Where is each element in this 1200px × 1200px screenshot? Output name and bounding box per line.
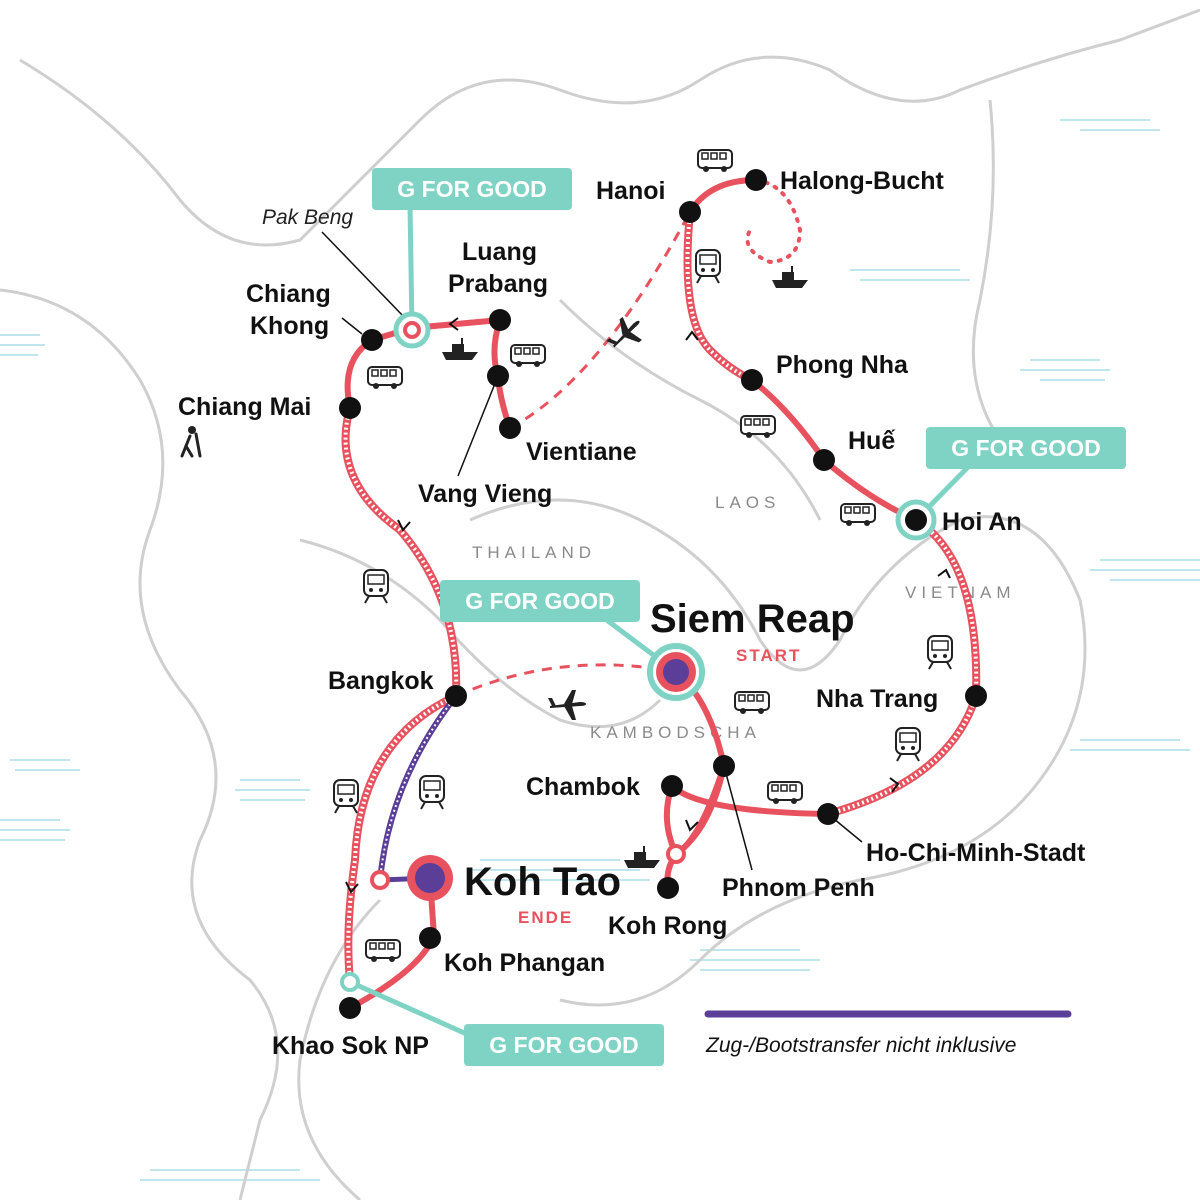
label-chiang-khong: Chiang: [246, 280, 331, 308]
label-koh-tao: Koh Tao: [464, 860, 621, 904]
label-bangkok: Bangkok: [328, 667, 434, 695]
boat-icon: [623, 845, 661, 869]
train-icon: [333, 779, 359, 814]
label-koh-phangan: Koh Phangan: [444, 949, 605, 977]
start-marker: [663, 659, 689, 685]
label-chiang-mai: Chiang Mai: [178, 393, 311, 421]
bus-icon: [365, 939, 401, 963]
water-hatching: [0, 119, 1200, 1181]
stop-khao-sok-good: [340, 972, 360, 992]
label-phnom-penh: Phnom Penh: [722, 874, 875, 902]
label-hoi-an: Hoi An: [942, 508, 1022, 536]
label-hue: Huế: [848, 427, 895, 455]
stops: [339, 169, 987, 1019]
bus-icon: [510, 344, 546, 368]
gforgood-badge: G FOR GOOD: [926, 427, 1126, 469]
label-chambok: Chambok: [526, 773, 640, 801]
label-phong-nha: Phong Nha: [776, 351, 909, 379]
label-pak-beng: Pak Beng: [262, 206, 353, 229]
dashed-routes: [455, 211, 692, 698]
svg-text:G FOR GOOD: G FOR GOOD: [465, 588, 615, 614]
label-ende: ENDE: [518, 908, 573, 927]
country-kambodscha: KAMBODSCHA: [590, 723, 761, 742]
bus-icon: [767, 781, 803, 805]
stop-transfer: [370, 870, 390, 890]
stop-sihanoukville: [666, 844, 686, 864]
hiker-icon: [180, 426, 202, 458]
label-halong: Halong-Bucht: [780, 167, 945, 195]
gforgood-badge: G FOR GOOD: [372, 168, 572, 210]
train-icon: [895, 727, 921, 762]
label-khao-sok: Khao Sok NP: [272, 1032, 429, 1060]
svg-text:G FOR GOOD: G FOR GOOD: [489, 1032, 639, 1058]
end-marker: [415, 863, 445, 893]
train-icon: [927, 635, 953, 670]
gforgood-badge: G FOR GOOD: [464, 1024, 664, 1066]
label-hanoi: Hanoi: [596, 177, 665, 205]
label-chiang-khong: Khong: [250, 312, 329, 340]
bus-icon: [734, 691, 770, 715]
country-thailand: THAILAND: [472, 543, 596, 562]
train-icon: [695, 249, 721, 284]
label-hcmc: Ho-Chi-Minh-Stadt: [866, 839, 1086, 867]
halong-cruise: [745, 178, 803, 265]
rail-routes: [341, 211, 981, 981]
country-vietnam: VIETNAM: [905, 583, 1016, 602]
bus-icon: [697, 149, 733, 173]
svg-text:G FOR GOOD: G FOR GOOD: [397, 176, 547, 202]
pointer-lines: [321, 231, 863, 871]
bus-icon: [840, 503, 876, 527]
gforgood-badge: G FOR GOOD: [440, 580, 640, 622]
label-vang-vieng: Vang Vieng: [418, 480, 552, 508]
label-siem-reap: Siem Reap: [650, 597, 855, 641]
plane-icon: [601, 310, 650, 358]
stop-hoi-an: [905, 509, 927, 531]
legend-transfer-label: Zug-/Bootstransfer nicht inklusive: [705, 1034, 1016, 1057]
label-start: START: [736, 646, 801, 665]
train-icon: [363, 569, 389, 604]
svg-text:G FOR GOOD: G FOR GOOD: [951, 435, 1101, 461]
label-vientiane: Vientiane: [526, 438, 637, 466]
country-laos: LAOS: [715, 493, 780, 512]
boat-icon: [771, 265, 809, 289]
label-luang-prabang: Luang: [462, 238, 537, 266]
boat-icon: [441, 337, 479, 361]
bus-icon: [367, 366, 403, 390]
label-nha-trang: Nha Trang: [816, 685, 938, 713]
bus-icon: [740, 415, 776, 439]
label-koh-rong: Koh Rong: [608, 912, 727, 940]
stop-pak-beng: [403, 321, 421, 339]
land-outlines: [0, 8, 1200, 1200]
direction-arrows: [345, 317, 951, 894]
train-icon: [419, 775, 445, 810]
legend: Zug-/Bootstransfer nicht inklusive: [704, 1010, 1072, 1057]
label-luang-prabang: Prabang: [448, 270, 548, 298]
